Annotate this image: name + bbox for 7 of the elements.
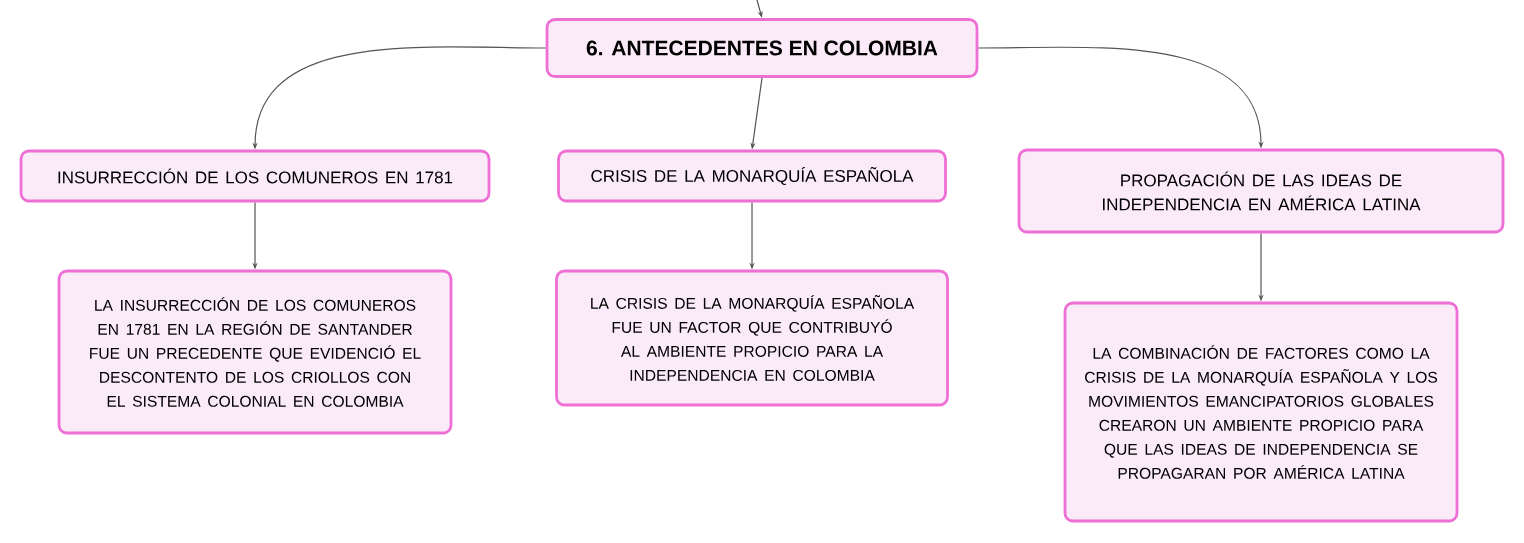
topic-box: INSURRECCIÓN DE LOS COMUNEROS EN 1781 [19,149,491,203]
description-box: LA CRISIS DE LA MONARQUÍA ESPAÑOLA FUE UN FACTOR QUE CONTRIBUYÓ AL AMBIENTE PROPICIO PARA LA INDEPENDENCIA EN COLOMBIA [555,269,949,407]
topic-box: PROPAGACIÓN DE LAS IDEAS DE INDEPENDENCIA EN AMÉRICA LATINA [1017,148,1505,234]
description-box: LA INSURRECCIÓN DE LOS COMUNEROS EN 1781 EN LA REGIÓN DE SANTANDER FUE UN PRECEDENTE QUE EVIDENCIÓ EL DESCONTENTO DE LOS CRIOLLOS CON EL SISTEMA COLONIAL EN COLOMBIA [57,269,453,435]
title-box: 6. ANTECEDENTES EN COLOMBIA [545,18,979,78]
topic-box: CRISIS DE LA MONARQUÍA ESPAÑOLA [557,149,947,203]
description-box: LA COMBINACIÓN DE FACTORES COMO LA CRISIS DE LA MONARQUÍA ESPAÑOLA Y LOS MOVIMIENTOS EMANCIPATORIOS GLOBALES CREARON UN AMBIENTE PROPICIO PARA QUE LAS IDEAS DE INDEPENDENCIA SE PROPAGARAN POR AMÉRICA LATINA [1063,301,1459,523]
